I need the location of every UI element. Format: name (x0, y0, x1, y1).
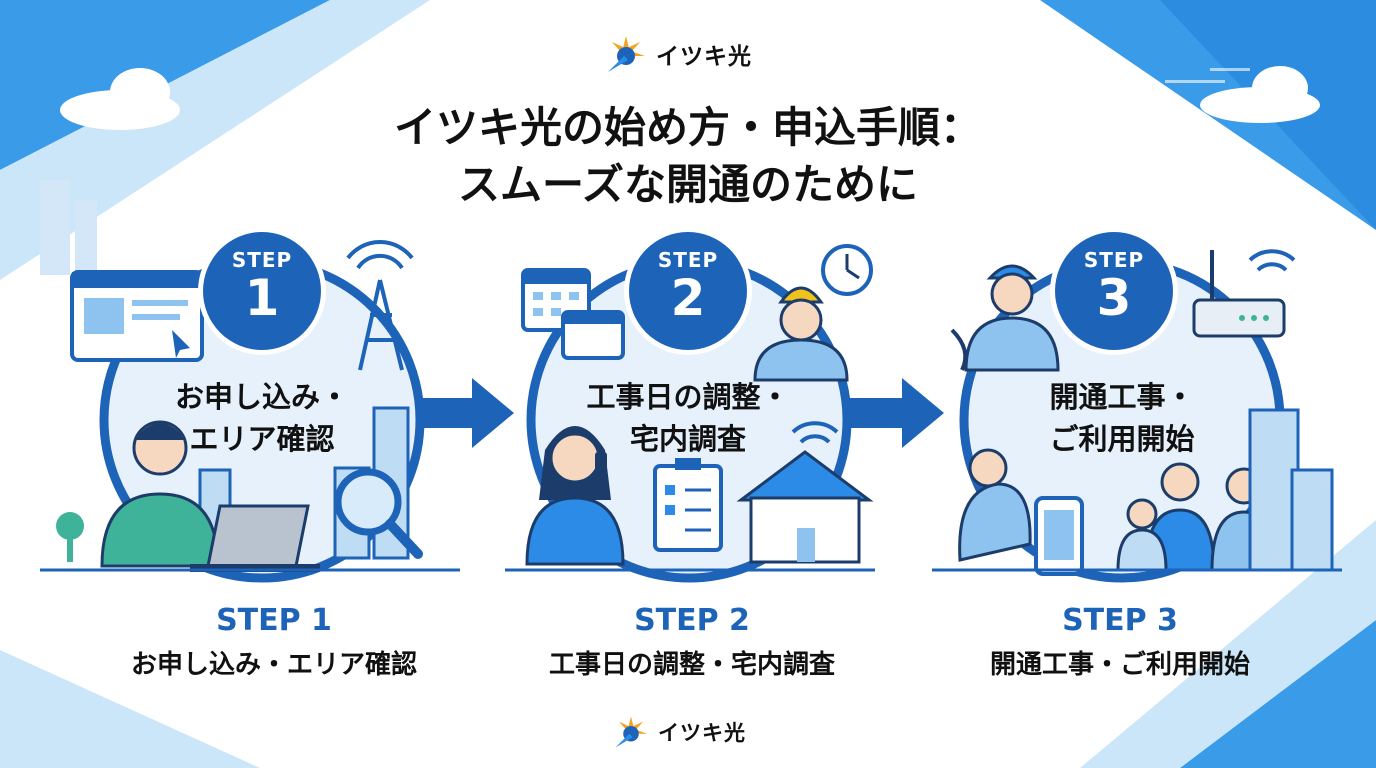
step-badge-number: 3 (1096, 269, 1132, 327)
cloud-icon (60, 48, 1320, 130)
tree-icon (56, 512, 84, 562)
technician-icon (950, 264, 1060, 372)
house-icon (736, 450, 874, 564)
circle-label-line: お申し込み・ (174, 380, 349, 414)
circle-label-line: ご利用開始 (1049, 422, 1195, 456)
step-1-badge: STEP 1 (203, 232, 321, 350)
step-2-circle-label: 工事日の調整・ 宅内調査 (538, 376, 838, 460)
circle-label-line: 宅内調査 (629, 422, 746, 456)
brand-logo-bottom: イツキ光 (612, 714, 746, 750)
calendar-icon (521, 268, 625, 360)
step-badge-label: STEP (231, 248, 293, 272)
brand-name: イツキ光 (658, 721, 746, 745)
city-silhouette-icon (40, 180, 97, 275)
step-1-caption: STEP 1 お申し込み・エリア確認 (104, 603, 444, 681)
caption-step-label: STEP 1 (216, 603, 332, 638)
step-2-badge: STEP 2 (629, 232, 747, 350)
step-3-caption: STEP 3 開通工事・ご利用開始 (950, 603, 1290, 681)
wifi-icon (1248, 249, 1296, 272)
step-badge-label: STEP (1083, 248, 1145, 272)
sun-flare-icon (608, 36, 645, 72)
woman-phone-icon (525, 426, 625, 566)
wifi-icon (791, 421, 839, 444)
caption-text: 工事日の調整・宅内調査 (548, 650, 835, 680)
step-badge-number: 1 (244, 269, 280, 327)
step-1-circle-label: お申し込み・ エリア確認 (112, 376, 412, 460)
router-icon (1192, 250, 1286, 338)
sun-flare-icon (615, 716, 648, 748)
caption-text: 開通工事・ご利用開始 (989, 650, 1250, 680)
step-badge-number: 2 (670, 269, 706, 327)
step-3-circle-label: 開通工事・ ご利用開始 (972, 376, 1272, 460)
clipboard-icon (653, 458, 723, 552)
circle-label-line: エリア確認 (189, 422, 335, 456)
page-title-line-1: イツキ光の始め方・申込手順： (393, 103, 982, 152)
step-2-caption: STEP 2 工事日の調整・宅内調査 (522, 603, 862, 681)
caption-step-label: STEP 3 (1062, 603, 1178, 638)
brand-name: イツキ光 (656, 44, 752, 70)
step-2-illustration (505, 244, 875, 583)
smartphone-icon (1034, 496, 1084, 576)
step-badge-label: STEP (657, 248, 719, 272)
buildings-icon (1248, 408, 1334, 572)
caption-step-label: STEP 2 (634, 603, 750, 638)
step-1-illustration (40, 240, 460, 583)
step-3-badge: STEP 3 (1055, 232, 1173, 350)
browser-window-icon (70, 270, 204, 362)
step-3-illustration (932, 249, 1342, 583)
laptop-icon (190, 504, 320, 572)
arrow-right-icon (850, 378, 944, 448)
cell-tower-icon (346, 240, 414, 371)
circle-label-line: 開通工事・ (1049, 380, 1195, 414)
worker-icon (753, 286, 849, 382)
circle-label-line: 工事日の調整・ (586, 380, 790, 414)
clock-icon (821, 244, 873, 296)
arrow-right-icon (420, 378, 514, 448)
brand-logo-top: イツキ光 (604, 34, 752, 74)
kneeling-technician-icon (958, 448, 1032, 562)
page-title-line-2: スムーズな開通のために (458, 160, 918, 209)
magnifier-icon (334, 468, 423, 559)
caption-text: お申し込み・エリア確認 (130, 650, 417, 680)
